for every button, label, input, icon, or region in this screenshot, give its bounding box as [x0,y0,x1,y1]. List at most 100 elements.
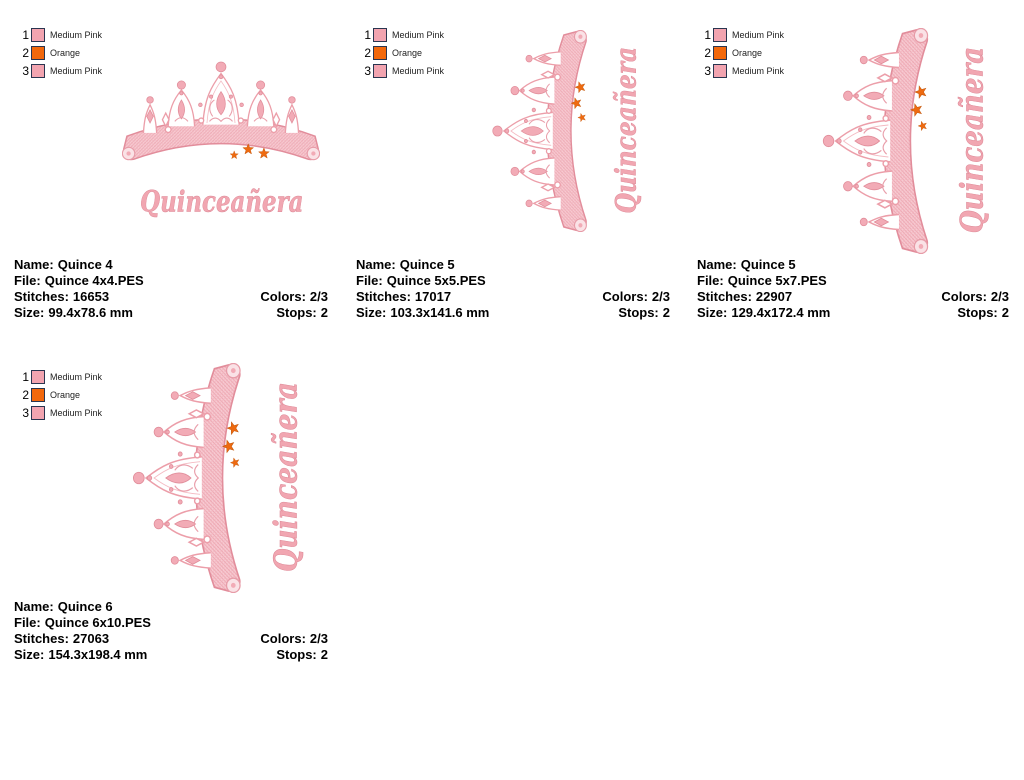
stops-label: Stops: [276,305,317,320]
thread-color-name: Medium Pink [392,30,445,40]
thread-color-swatch-pink [31,28,45,42]
stops-pair: Stops:2 [957,305,1009,321]
thread-stop-number: 1 [22,28,29,42]
legend-row: 3 Medium Pink [18,404,102,422]
stitches-value: 16653 [72,289,110,304]
stitches-pair: Stitches:27063 [14,631,109,647]
thread-color-swatch-pink [31,406,45,420]
file-label: File: [697,273,724,288]
legend-row: 3 Medium Pink [700,62,784,80]
design-size-stops-line: Size:129.4x172.4 mm Stops:2 [697,305,1009,321]
stops-value: 2 [320,305,328,320]
colors-value: 2/3 [309,631,328,646]
thread-stop-number: 3 [22,64,29,78]
thread-color-swatch-pink [31,370,45,384]
design-name-line: Name:Quince 5 [697,257,1009,273]
thread-stop-number: 2 [22,46,29,60]
colors-pair: Colors:2/3 [260,631,328,647]
name-value: Quince 4 [57,257,113,272]
design-name-line: Name:Quince 5 [356,257,670,273]
name-label: Name: [697,257,737,272]
design-size-stops-line: Size:99.4x78.6 mm Stops:2 [14,305,328,321]
size-value: 129.4x172.4 mm [731,305,831,320]
thread-stop-number: 3 [704,64,711,78]
size-value: 154.3x198.4 mm [48,647,148,662]
size-label: Size: [14,305,45,320]
thread-stop-number: 2 [22,388,29,402]
design-file-line: File:Quince 4x4.PES [14,273,328,289]
colors-label: Colors: [260,631,306,646]
colors-pair: Colors:2/3 [941,289,1009,305]
thread-color-name: Orange [392,48,423,58]
legend-row: 2 Orange [18,44,102,62]
design-panel-quince-4x4: 1 Medium Pink 2 Orange 3 Medium Pink Nam… [0,0,345,335]
legend-row: 1 Medium Pink [360,26,444,44]
stitches-value: 27063 [72,631,110,646]
thread-color-legend: 1 Medium Pink 2 Orange 3 Medium Pink [700,26,784,80]
stops-pair: Stops:2 [276,647,328,663]
legend-row: 1 Medium Pink [18,26,102,44]
design-file-line: File:Quince 5x5.PES [356,273,670,289]
legend-row: 2 Orange [700,44,784,62]
thread-color-swatch-pink [713,28,727,42]
size-pair: Size:99.4x78.6 mm [14,305,133,321]
file-label: File: [14,615,41,630]
thread-color-name: Medium Pink [732,30,785,40]
thread-color-legend: 1 Medium Pink 2 Orange 3 Medium Pink [360,26,444,80]
thread-color-swatch-orange [373,46,387,60]
file-label: File: [14,273,41,288]
thread-stop-number: 3 [22,406,29,420]
stops-pair: Stops:2 [618,305,670,321]
thread-color-name: Orange [50,390,81,400]
stitches-pair: Stitches:17017 [356,289,451,305]
size-label: Size: [356,305,387,320]
thread-stop-number: 2 [364,46,371,60]
design-name-line: Name:Quince 6 [14,599,328,615]
file-value: Quince 5x5.PES [386,273,486,288]
colors-pair: Colors:2/3 [260,289,328,305]
legend-row: 3 Medium Pink [360,62,444,80]
design-size-stops-line: Size:103.3x141.6 mm Stops:2 [356,305,670,321]
colors-label: Colors: [602,289,648,304]
design-panel-quince-6x10: 1 Medium Pink 2 Orange 3 Medium Pink Nam… [0,342,345,677]
design-stitches-colors-line: Stitches:16653 Colors:2/3 [14,289,328,305]
thread-color-name: Orange [50,48,81,58]
name-label: Name: [14,257,54,272]
legend-row: 2 Orange [360,44,444,62]
stops-label: Stops: [276,647,317,662]
stops-pair: Stops:2 [276,305,328,321]
colors-label: Colors: [260,289,306,304]
design-stitches-colors-line: Stitches:22907 Colors:2/3 [697,289,1009,305]
design-stitches-colors-line: Stitches:27063 Colors:2/3 [14,631,328,647]
embroidery-preview-vertical [818,28,994,254]
stops-value: 2 [662,305,670,320]
name-value: Quince 5 [740,257,796,272]
thread-color-swatch-pink [31,64,45,78]
thread-color-name: Medium Pink [50,372,103,382]
stitches-label: Stitches: [697,289,752,304]
thread-color-name: Medium Pink [50,66,103,76]
stitches-pair: Stitches:22907 [697,289,792,305]
file-value: Quince 4x4.PES [44,273,144,288]
design-size-stops-line: Size:154.3x198.4 mm Stops:2 [14,647,328,663]
legend-row: 3 Medium Pink [18,62,102,80]
design-info: Name:Quince 4 File:Quince 4x4.PES Stitch… [14,257,328,321]
thread-stop-number: 1 [22,370,29,384]
thread-color-swatch-pink [373,28,387,42]
design-info: Name:Quince 5 File:Quince 5x5.PES Stitch… [356,257,670,321]
thread-color-name: Medium Pink [392,66,445,76]
size-label: Size: [14,647,45,662]
thread-color-swatch-orange [713,46,727,60]
stops-value: 2 [320,647,328,662]
design-panel-quince-5x7: 1 Medium Pink 2 Orange 3 Medium Pink Nam… [690,0,1024,335]
thread-color-name: Medium Pink [50,408,103,418]
design-file-line: File:Quince 5x7.PES [697,273,1009,289]
design-info: Name:Quince 5 File:Quince 5x7.PES Stitch… [697,257,1009,321]
name-value: Quince 5 [399,257,455,272]
size-pair: Size:154.3x198.4 mm [14,647,147,663]
size-pair: Size:129.4x172.4 mm [697,305,830,321]
size-label: Size: [697,305,728,320]
stitches-label: Stitches: [14,289,69,304]
stitches-label: Stitches: [14,631,69,646]
thread-color-name: Medium Pink [732,66,785,76]
